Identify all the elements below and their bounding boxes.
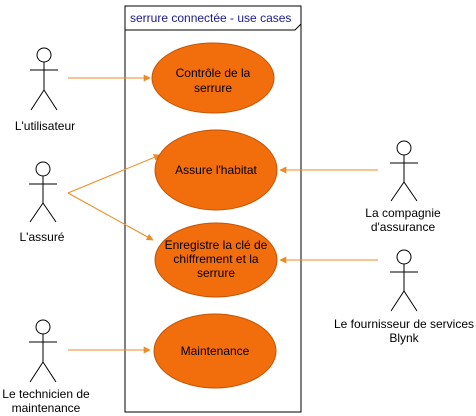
actor-technicien [29, 319, 57, 383]
use-case-habitat: Assure l'habitat [154, 129, 278, 211]
actor-fournisseur [390, 249, 418, 312]
actor-utilisateur-label: L'utilisateur [15, 119, 75, 133]
actor-assurance-label-line-2: d'assurance [371, 220, 436, 234]
use-case-cle-line-1: Enregistre la clé de [165, 238, 268, 252]
use-case-maintenance: Maintenance [153, 313, 277, 389]
actor-fournisseur-label-line-2: Blynk [389, 331, 419, 345]
actor-assurance [390, 140, 418, 202]
use-case-cle: Enregistre la clé de chiffrement et la s… [154, 222, 278, 298]
use-case-maintenance-line-1: Maintenance [181, 344, 250, 358]
actor-assurance-label-line-1: La compagnie [365, 206, 441, 220]
associations [67, 74, 378, 354]
actor-utilisateur [30, 47, 58, 111]
use-case-habitat-line-1: Assure l'habitat [175, 163, 257, 177]
system-title: serrure connectée - use cases [130, 11, 291, 25]
actor-technicien-label-line-1: Le technicien de [2, 387, 90, 401]
assoc-assure-cle [67, 192, 154, 241]
use-case-controle-line-1: Contrôle de la [176, 66, 251, 80]
system-title-tab [124, 5, 302, 31]
actor-assure-label: L'assuré [20, 230, 65, 244]
use-case-controle: Contrôle de la serrure [151, 42, 275, 114]
actor-assure [29, 161, 57, 223]
assoc-assure-habitat [67, 154, 161, 194]
actor-fournisseur-label-line-1: Le fournisseur de services [334, 317, 474, 331]
use-case-cle-line-2: chiffrement et la [173, 252, 258, 266]
use-case-cle-line-3: serrure [197, 266, 235, 280]
actor-technicien-label-line-2: maintenance [12, 401, 81, 415]
use-case-controle-line-2: serrure [194, 81, 232, 95]
